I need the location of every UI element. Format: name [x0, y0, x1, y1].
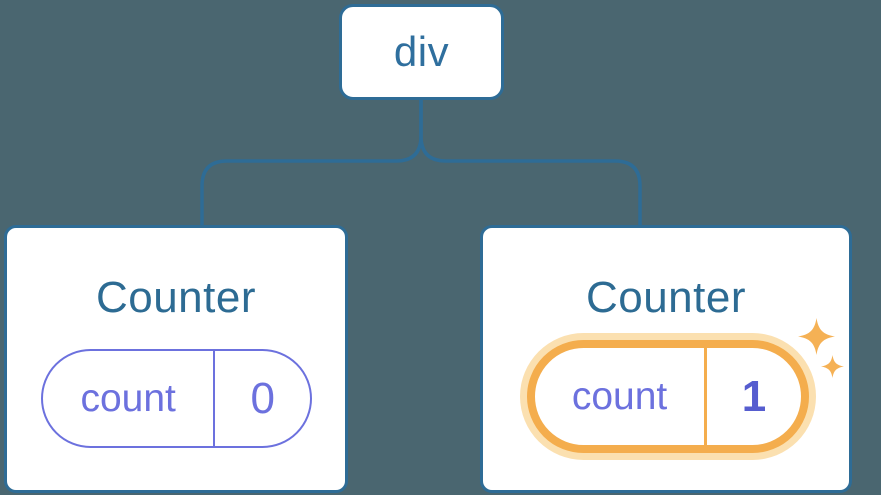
state-value: 1	[741, 371, 767, 421]
state-name-label: count	[535, 348, 708, 445]
counter-card-left: Counter count 0	[4, 225, 348, 493]
sparkle-icon	[798, 318, 835, 355]
state-name-label: count	[43, 351, 216, 446]
state-pill-highlighted: count 1	[527, 340, 809, 453]
counter-title: Counter	[585, 273, 747, 322]
root-node-label: div	[393, 28, 450, 75]
root-node-div: div	[339, 4, 504, 100]
counter-title: Counter	[95, 273, 257, 322]
state-value: 0	[250, 373, 275, 423]
sparkle-icon	[821, 355, 844, 378]
counter-card-right: Counter count 1	[480, 225, 852, 493]
state-pill: count 0	[41, 349, 312, 448]
